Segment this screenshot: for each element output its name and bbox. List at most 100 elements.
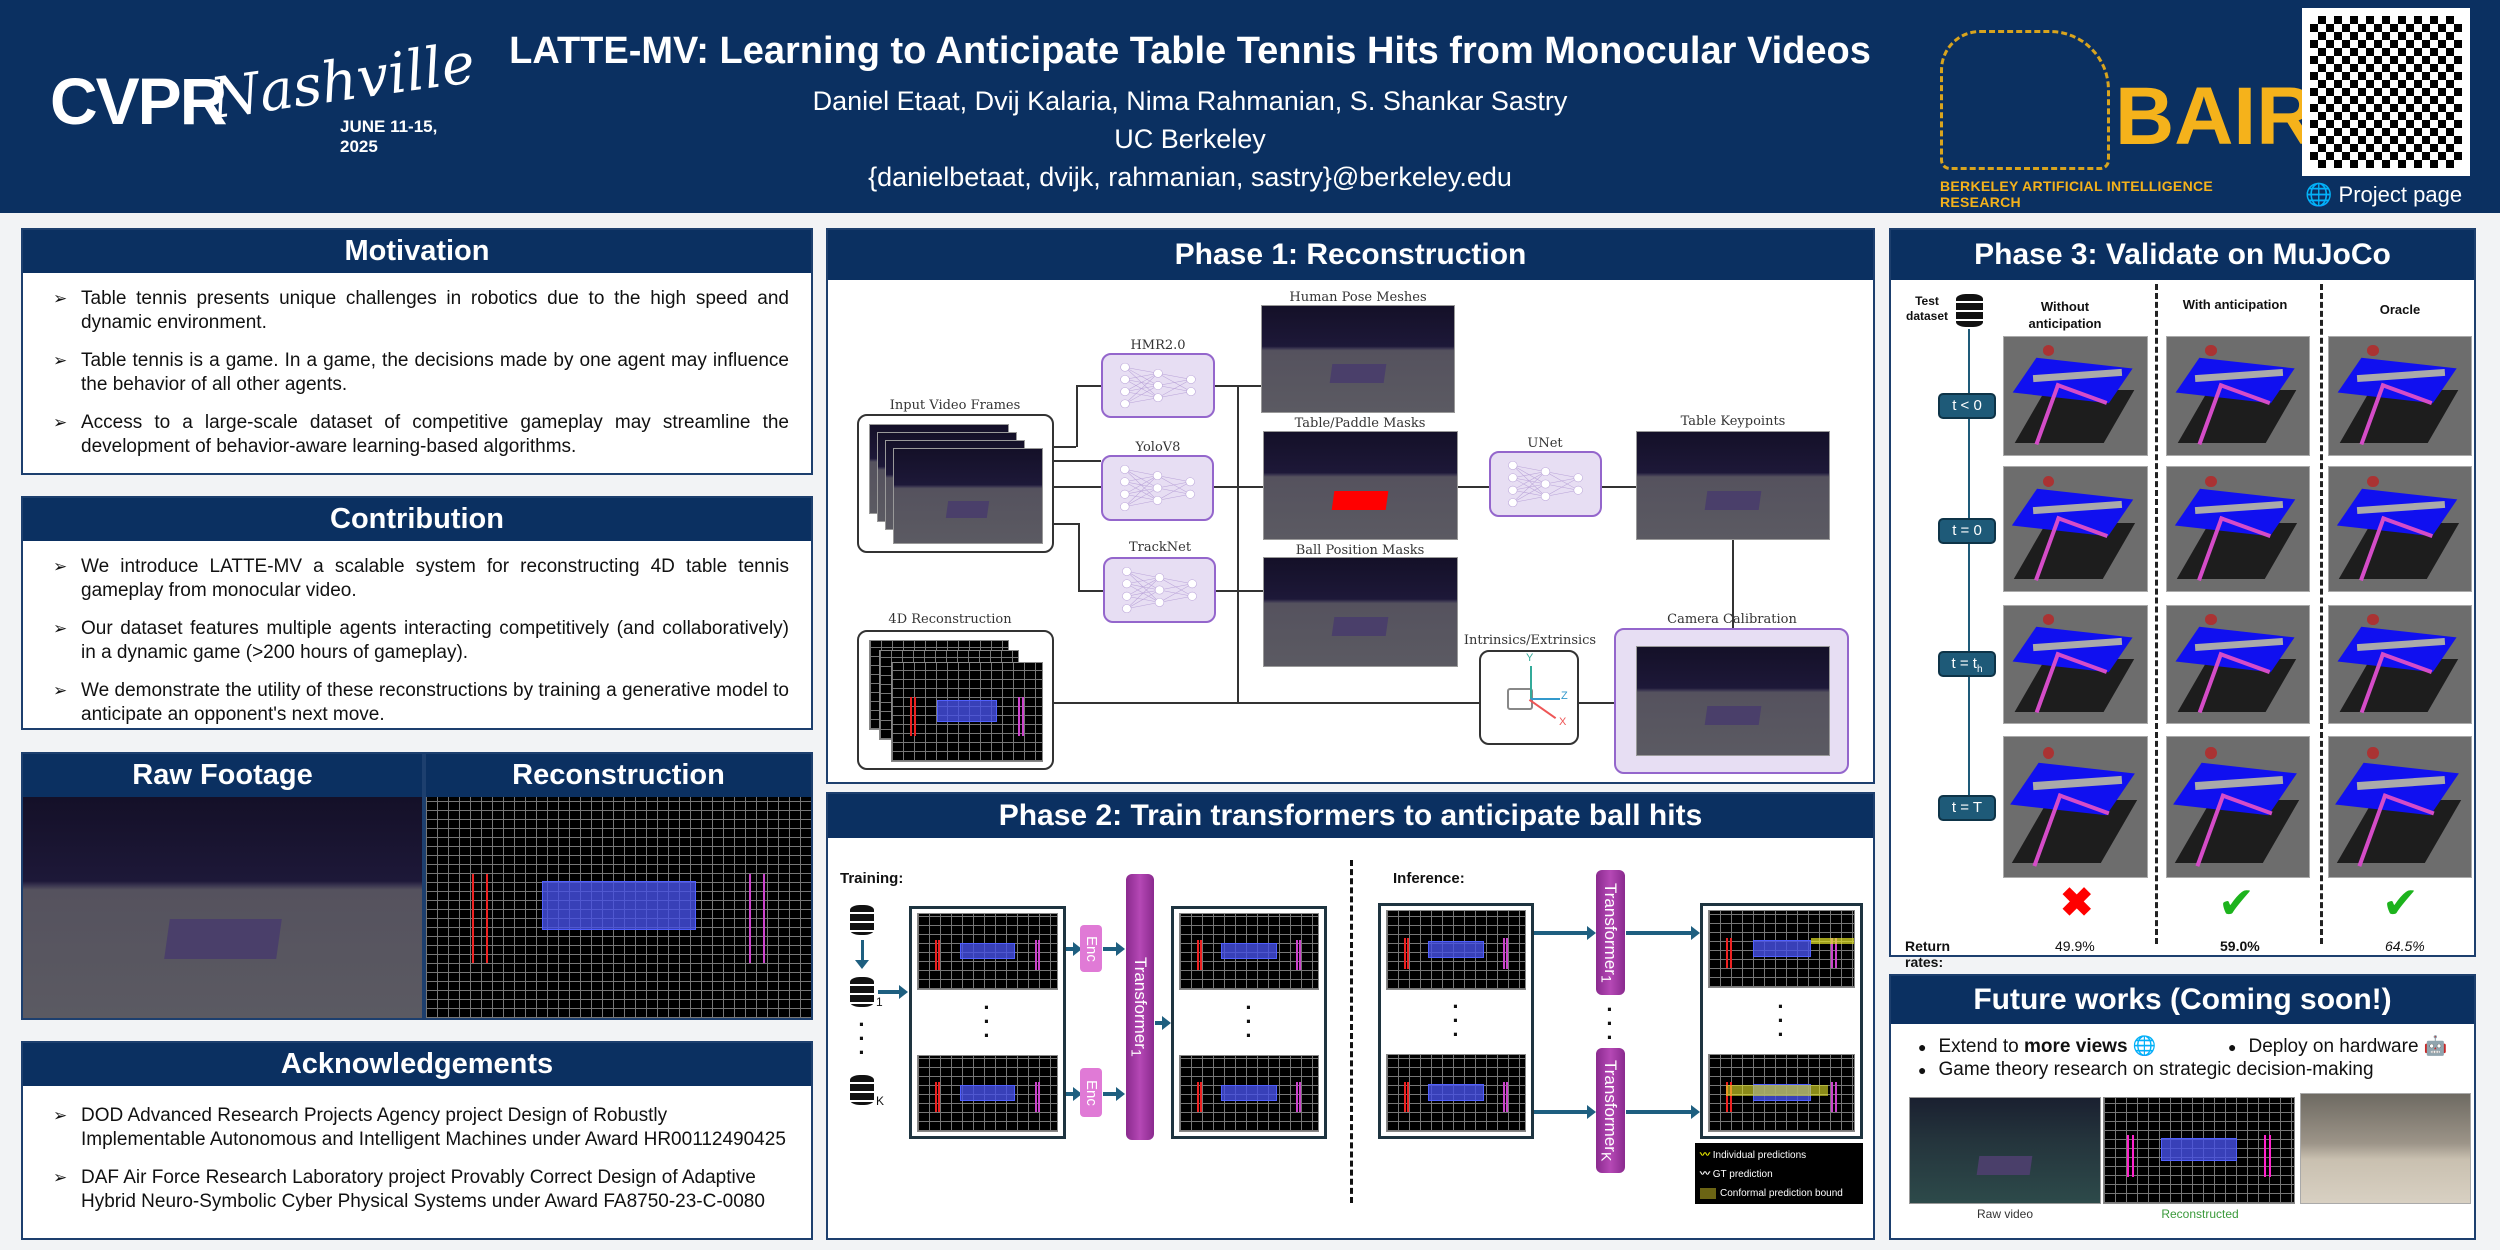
table-masks-image <box>1263 431 1458 540</box>
encoder-block: Enc <box>1080 1068 1102 1117</box>
list-item: DOD Advanced Research Projects Agency pr… <box>53 1104 789 1152</box>
label-unet: UNet <box>1527 436 1563 451</box>
list-item: Table tennis is a game. In a game, the d… <box>53 349 789 397</box>
phase2-title: Phase 2: Train transformers to anticipat… <box>828 794 1873 838</box>
raw-footage-panel: Raw Footage <box>21 752 424 1020</box>
camera-axes-icon: Y Z X <box>1479 650 1579 745</box>
axis-x-label: X <box>1559 716 1567 728</box>
section-divider <box>1350 860 1353 1203</box>
label-4d-reconstruction: 4D Reconstruction <box>888 612 1012 627</box>
raw-footage-title: Raw Footage <box>23 754 422 797</box>
return-rate-oracle: 64.5% <box>2385 938 2425 954</box>
reconstruction-title: Reconstruction <box>426 754 811 797</box>
bair-full-text: BERKELEY ARTIFICIAL INTELLIGENCE RESEARC… <box>1940 178 2214 210</box>
transformer-subscript: 1 <box>1597 974 1614 983</box>
column-header: Without anticipation <box>2028 299 2102 331</box>
mujoco-sim-image <box>2003 605 2148 724</box>
emails: {danielbetaat, dvijk, rahmanian, sastry}… <box>868 162 1512 192</box>
globe-icon: 🌐 <box>2305 182 2333 207</box>
acknowledgements-panel: Acknowledgements DOD Advanced Research P… <box>21 1041 813 1240</box>
encoder-block: Enc <box>1080 925 1102 972</box>
cvpr-logo: CVPR Nashville JUNE 11-15, 2025 <box>50 31 479 165</box>
label-input-frames: Input Video Frames <box>889 398 1021 413</box>
list-item: We introduce LATTE-MV a scalable system … <box>53 555 789 603</box>
project-page-link[interactable]: 🌐 Project page <box>2305 182 2462 208</box>
mujoco-sim-image <box>2003 466 2148 592</box>
column-header: With anticipation <box>2182 297 2288 312</box>
axis-z-label: Z <box>1561 690 1568 702</box>
test-dataset-icon <box>1956 294 1983 327</box>
database-k-subscript: K <box>876 1094 885 1108</box>
training-input-frames: ··· <box>909 906 1066 1139</box>
transformer-subscript: K <box>1597 1151 1614 1162</box>
bear-icon <box>1940 30 2110 170</box>
affiliation: UC Berkeley <box>1114 124 1266 154</box>
yolo-network-icon <box>1101 455 1214 521</box>
future-hardware-photo <box>2300 1093 2471 1204</box>
timestep-label: t < 0 <box>1938 393 1996 419</box>
bair-logo: BAIR BERKELEY ARTIFICIAL INTELLIGENCE RE… <box>1935 20 2315 210</box>
timestep-label: t = th <box>1938 651 1996 677</box>
axis-y-label: Y <box>1526 652 1534 664</box>
transformer-label: Transformer <box>1601 1059 1620 1152</box>
cvpr-logo-text: CVPR <box>50 64 227 138</box>
legend-conformal: Conformal prediction bound <box>1700 1184 1858 1203</box>
mujoco-sim-image <box>2328 336 2472 456</box>
4d-reconstruction-box <box>857 630 1054 770</box>
motivation-panel: Motivation Table tennis presents unique … <box>21 228 813 475</box>
database-icon <box>850 905 874 935</box>
acknowledgements-title: Acknowledgements <box>23 1043 811 1086</box>
test-dataset-label: Test dataset <box>1905 294 1949 323</box>
transformer-subscript: 1 <box>1127 1049 1144 1057</box>
cvpr-logo-dates: JUNE 11-15, 2025 <box>340 117 438 156</box>
poster-header: CVPR Nashville JUNE 11-15, 2025 LATTE-MV… <box>0 0 2500 213</box>
acknowledgements-list: DOD Advanced Research Projects Agency pr… <box>23 1086 811 1214</box>
training-output-frames: ··· <box>1171 906 1327 1139</box>
list-item: DAF Air Force Research Laboratory projec… <box>53 1166 789 1214</box>
label-table-masks: Table/Paddle Masks <box>1294 416 1426 431</box>
return-rates-label: Return rates: <box>1905 938 1951 970</box>
label-tracknet: TrackNet <box>1128 540 1192 555</box>
camera-calibration-image <box>1636 646 1830 756</box>
phase1-title: Phase 1: Reconstruction <box>828 230 1873 280</box>
contribution-panel: Contribution We introduce LATTE-MV a sca… <box>21 496 813 730</box>
qr-code[interactable] <box>2302 8 2470 176</box>
label-ball-masks: Ball Position Masks <box>1295 543 1425 558</box>
future-item-views: Extend to more views 🌐 <box>1918 1034 2156 1058</box>
unet-network-icon <box>1489 451 1602 517</box>
mujoco-sim-image <box>2328 466 2472 592</box>
list-item: Our dataset features multiple agents int… <box>53 617 789 665</box>
inference-label: Inference: <box>1393 870 1465 887</box>
mujoco-sim-image <box>2328 605 2472 724</box>
label-intrinsics: Intrinsics/Extrinsics <box>1463 633 1597 648</box>
success-icon: ✔ <box>2218 879 2255 928</box>
bair-text: BAIR <box>2115 71 2316 162</box>
label-yolo: YoloV8 <box>1135 440 1181 455</box>
transformer-training-block: Transformer1 <box>1126 874 1154 1140</box>
contribution-title: Contribution <box>23 498 811 541</box>
label-pose-meshes: Human Pose Meshes <box>1289 290 1427 305</box>
mujoco-sim-image <box>2328 736 2472 878</box>
transformer-label: Transformer <box>1131 957 1150 1050</box>
return-rate-with: 59.0% <box>2220 938 2260 954</box>
camera-calibration-box <box>1614 628 1849 774</box>
mujoco-sim-image <box>2003 336 2148 456</box>
prediction-legend: 〰 Individual predictions 〰 GT prediction… <box>1695 1143 1863 1204</box>
mujoco-sim-image <box>2166 605 2310 724</box>
authors: Daniel Etaat, Dvij Kalaria, Nima Rahmani… <box>812 86 1568 116</box>
poster-title: LATTE-MV: Learning to Anticipate Table T… <box>509 30 1871 72</box>
mujoco-sim-image <box>2003 736 2148 878</box>
future-reconstructed-image <box>2103 1097 2295 1204</box>
caption-reconstructed: Reconstructed <box>2161 1207 2239 1221</box>
future-item-hardware: Deploy on hardware 🤖 <box>2228 1034 2447 1058</box>
list-item: Access to a large-scale dataset of compe… <box>53 411 789 459</box>
caption-raw-video: Raw video <box>1976 1207 2034 1221</box>
list-item: Table tennis presents unique challenges … <box>53 287 789 335</box>
input-frames-box <box>857 414 1054 553</box>
project-page-label: Project page <box>2338 182 2463 207</box>
4d-reconstruction-image <box>891 662 1043 762</box>
transformer-k-block: TransformerK <box>1596 1048 1625 1173</box>
legend-gt: 〰 GT prediction <box>1700 1169 1773 1180</box>
future-item-game-theory: Game theory research on strategic decisi… <box>1918 1059 2373 1081</box>
database-1-icon <box>850 977 874 1007</box>
